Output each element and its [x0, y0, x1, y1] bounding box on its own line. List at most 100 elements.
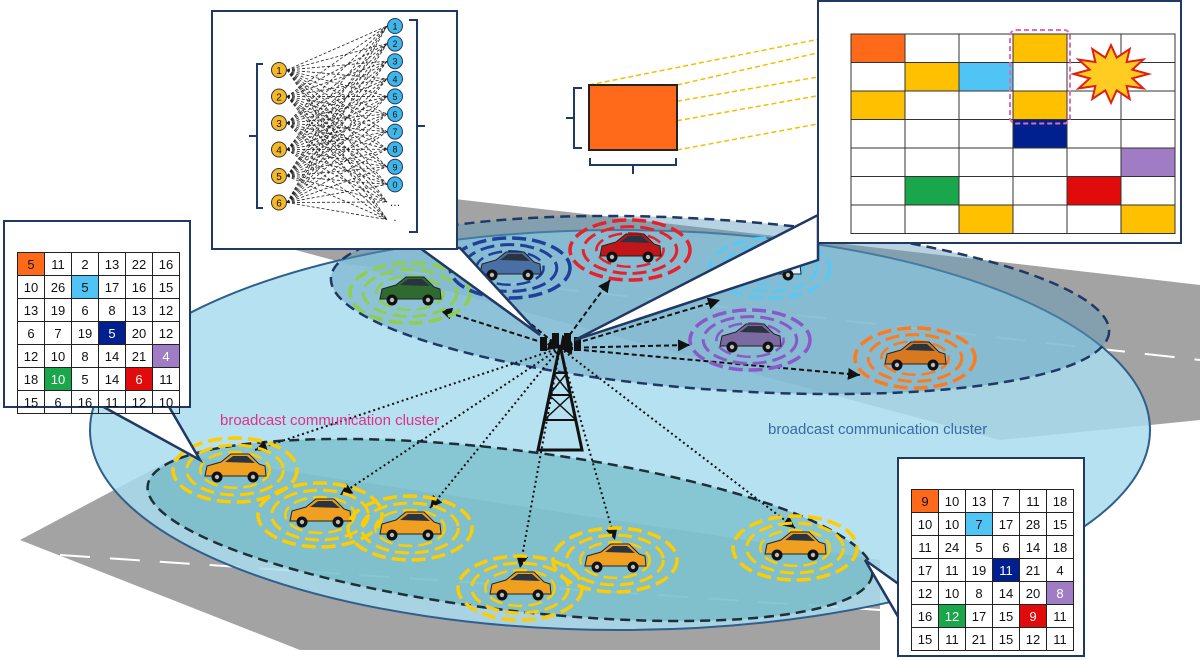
left-matrix-cell: 19: [44, 298, 72, 322]
left-matrix-cell: 14: [98, 344, 126, 368]
signal-ring: [185, 443, 285, 497]
signal-ring: [346, 494, 474, 562]
bidirectional-link: [559, 343, 861, 380]
coverage-area: [89, 229, 1151, 631]
left-matrix-cell: 26: [44, 275, 72, 299]
collision-highlight: [1009, 29, 1071, 125]
blue-cluster-label: broadcast communication cluster: [768, 421, 988, 438]
broadcast-link: [429, 347, 561, 509]
signal-ring: [745, 521, 845, 575]
right-matrix-cell: 12: [911, 581, 939, 605]
output-bracket: [409, 19, 425, 233]
output-node-label: 0: [392, 180, 397, 190]
signal-ring: [853, 326, 977, 390]
left-matrix-cell: 21: [125, 344, 153, 368]
resource-cell: [1120, 147, 1176, 177]
input-node-label: 2: [276, 93, 282, 104]
signal-ring: [360, 501, 460, 555]
orange-car: [489, 571, 552, 601]
signal-ring: [375, 274, 445, 312]
signal-ring: [348, 261, 472, 325]
right-matrix-cell: 24: [938, 535, 966, 559]
resource-cell: [904, 33, 960, 63]
signal-ring: [866, 333, 964, 383]
left-matrix-cell: 19: [71, 321, 99, 345]
resource-cell: [904, 176, 960, 206]
left-matrix-cell: 7: [44, 321, 72, 345]
right-matrix-cell: 20: [1019, 581, 1047, 605]
resource-cell: [904, 62, 960, 92]
resource-cell: [1066, 204, 1122, 234]
right-matrix-cell: 16: [911, 604, 939, 628]
right-matrix-cell: 11: [938, 558, 966, 582]
right-matrix-cell: 4: [1046, 558, 1074, 582]
right-matrix-cell: 11: [1046, 627, 1074, 651]
left-matrix-cell: 15: [17, 390, 45, 414]
resource-cell: [1066, 147, 1122, 177]
signal-ring: [731, 514, 859, 582]
output-node-ellipsis: ·: [393, 215, 397, 227]
right-matrix-cell: 6: [992, 535, 1020, 559]
pink-cluster-label: broadcast communication cluster: [220, 412, 440, 429]
signal-ring: [579, 540, 651, 580]
input-node: [271, 194, 287, 211]
left-matrix-cell: 16: [152, 252, 180, 276]
resource-cell: [958, 90, 1014, 120]
signal-ring: [688, 308, 812, 372]
orange-car: [204, 453, 267, 483]
input-node-label: 5: [276, 172, 282, 183]
projection-line: [588, 32, 851, 86]
resource-block: [588, 84, 678, 151]
broadcast-link: [559, 347, 618, 541]
right-matrix-cell: 14: [992, 581, 1020, 605]
left-matrix-cell: 11: [98, 390, 126, 414]
output-node-label: 2: [392, 39, 397, 49]
output-node: [387, 106, 403, 122]
signal-ring: [708, 236, 832, 300]
orange-car: [379, 511, 442, 541]
output-node: [387, 158, 403, 175]
right-matrix-cell: 15: [992, 627, 1020, 651]
left-matrix-cell: 13: [125, 298, 153, 322]
left-matrix-cell: 12: [125, 390, 153, 414]
right-matrix-cell: 18: [1046, 489, 1074, 513]
signal-ring: [565, 533, 665, 587]
resource-cell: [958, 62, 1014, 92]
left-matrix-cell: 16: [71, 390, 99, 414]
resource-cell: [850, 176, 906, 206]
resource-cell: [958, 119, 1014, 149]
right-matrix-cell: 10: [911, 512, 939, 536]
left-matrix-cell: 8: [71, 344, 99, 368]
resource-cell: [1120, 90, 1176, 120]
left-matrix-cell: 12: [152, 321, 180, 345]
orange-car: [289, 498, 352, 528]
right-matrix-cell: 10: [938, 581, 966, 605]
output-node: [387, 18, 403, 34]
signal-ring: [715, 321, 785, 359]
resource-cell: [958, 204, 1014, 234]
left-matrix-cell: 15: [152, 275, 180, 299]
left-matrix-cell: 20: [125, 321, 153, 345]
vehicles-layer: [171, 218, 977, 622]
right-matrix-cell: 17: [992, 512, 1020, 536]
resource-cell: [904, 147, 960, 177]
purple-coupe: [719, 323, 782, 353]
left-matrix-cell: 2: [71, 252, 99, 276]
left-matrix-cell: 8: [98, 298, 126, 322]
left-matrix-cell: 6: [44, 390, 72, 414]
right-matrix-cell: 11: [1046, 604, 1074, 628]
left-matrix-cell: 11: [44, 252, 72, 276]
resource-grid-panel: [817, 0, 1182, 244]
left-matrix-cell: 5: [98, 321, 126, 345]
right-matrix-cell: 21: [965, 627, 993, 651]
resource-cell: [850, 33, 906, 63]
